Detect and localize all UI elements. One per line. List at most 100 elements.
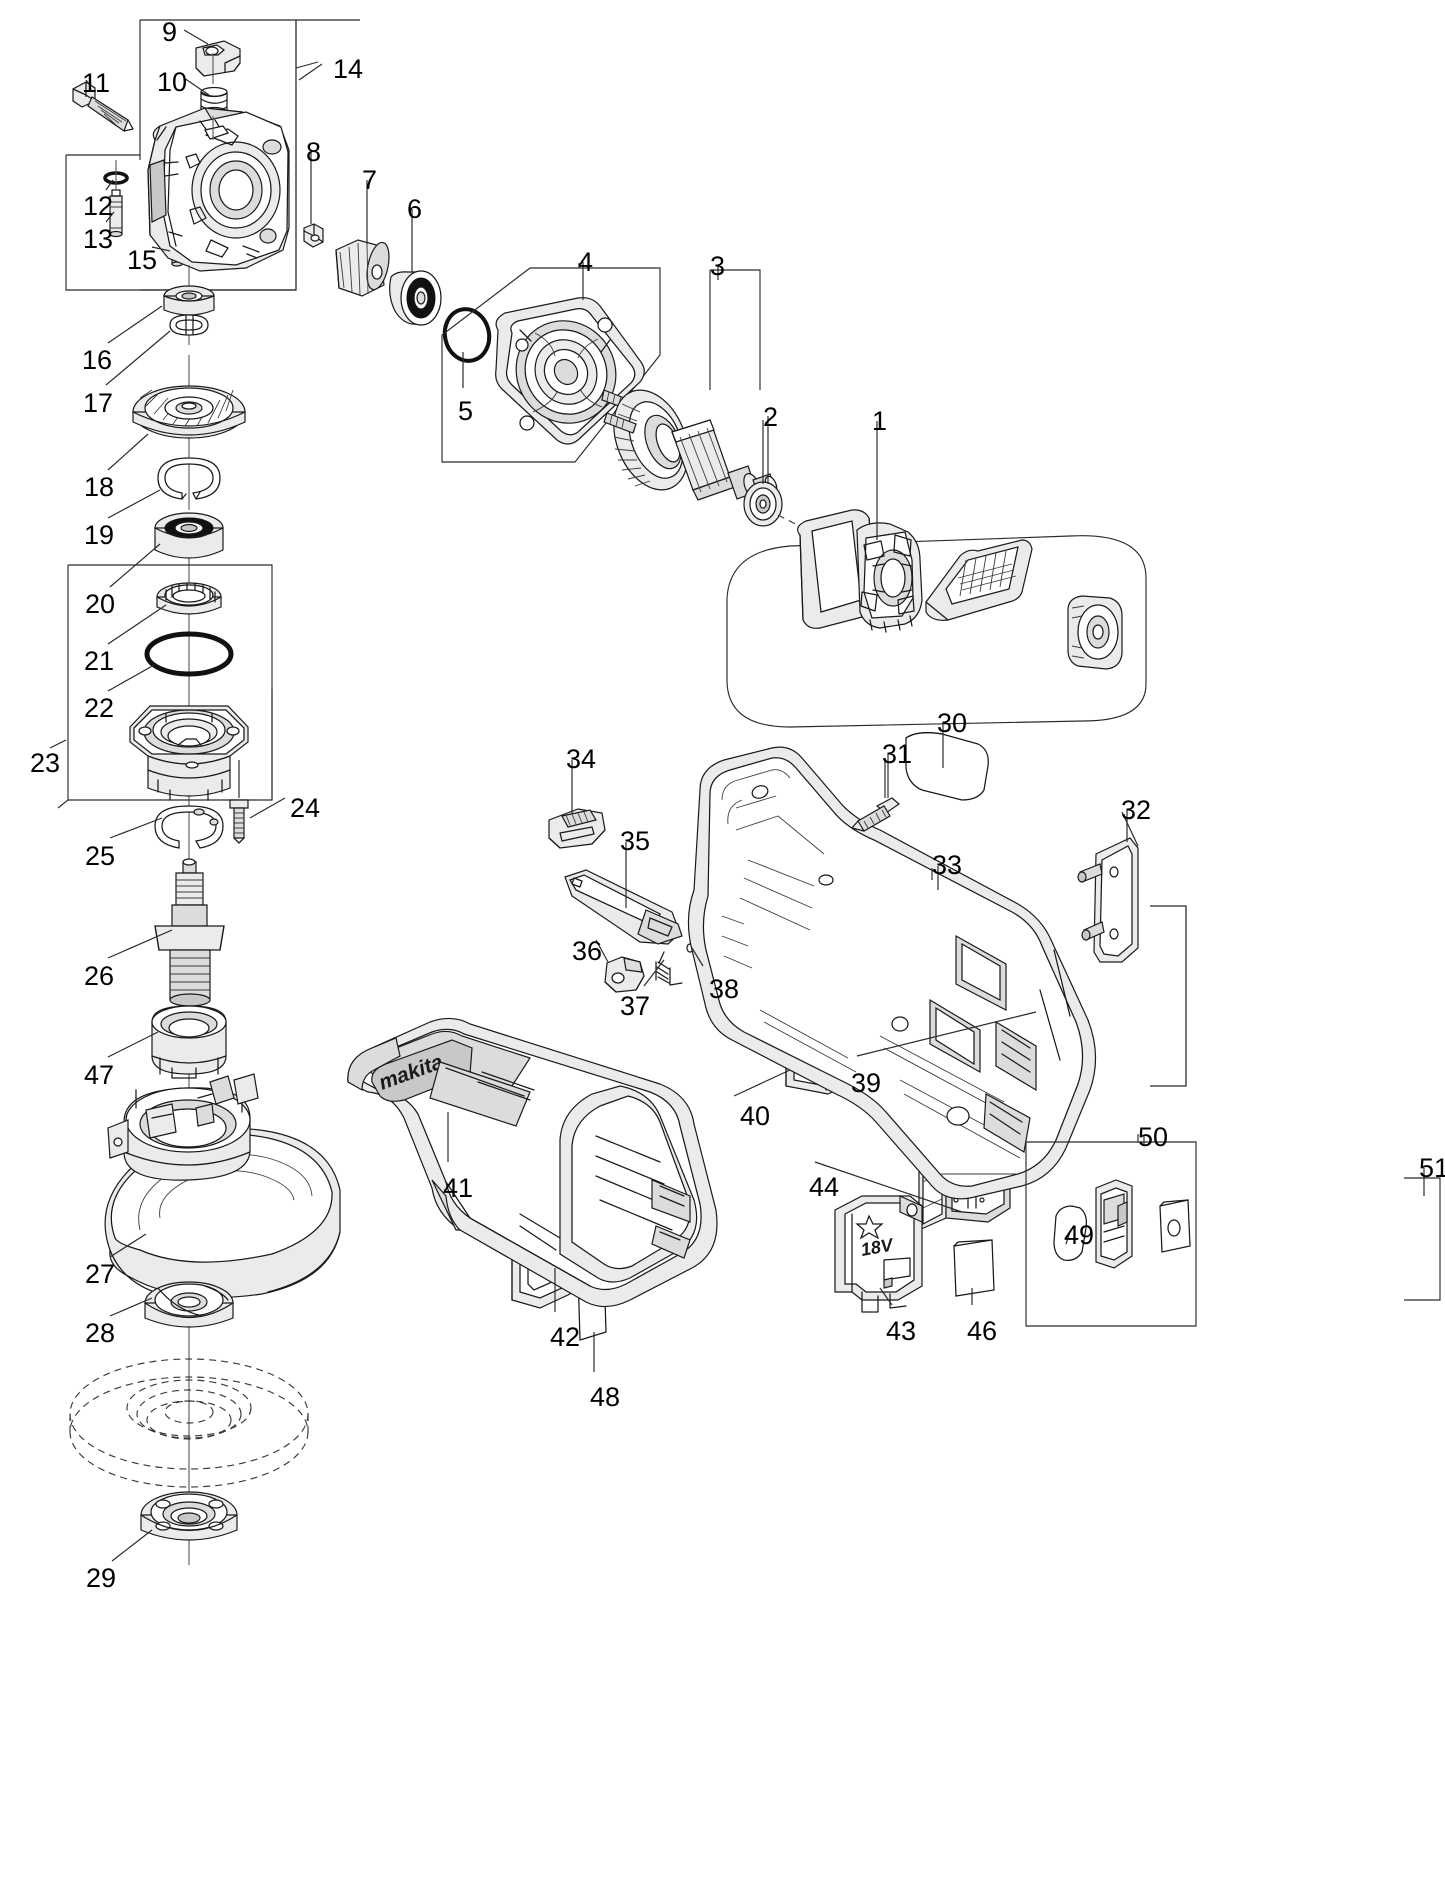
part-4-motor-bracket	[495, 297, 645, 445]
callout-8-nut: 8	[306, 137, 322, 167]
callout-7-rubber-ring: 7	[362, 165, 378, 195]
part-25-retaining-ring	[154, 805, 224, 849]
leader-lines	[49, 29, 1425, 1562]
part-50-terminal	[1095, 1179, 1133, 1269]
callout-24-pan-head-screw: 24	[290, 793, 321, 823]
grinding-wheel-phantom	[69, 1358, 309, 1488]
callout-16-ball-bearing-2: 16	[82, 345, 113, 375]
callout-12-o-ring-small: 12	[83, 191, 114, 221]
callout-40-switch-block: 40	[740, 1101, 771, 1131]
callout-27-wheel-guard: 27	[85, 1259, 116, 1289]
part-36-slide-piece	[604, 956, 645, 993]
callout-43-battery-terminal-holder: 43	[886, 1316, 917, 1346]
callout-41-housing-assembly: 41	[443, 1173, 474, 1203]
bracket-14	[65, 19, 360, 291]
callout-37-torsion-spring: 37	[620, 991, 651, 1021]
callout-26-spindle: 26	[84, 961, 115, 991]
part-30-name-plate	[905, 732, 989, 801]
part-51-terminal-cover	[1159, 1199, 1191, 1253]
part-27-wheel-guard	[104, 1073, 341, 1298]
part-19-snap-ring	[157, 457, 221, 500]
callout-22-o-ring-large: 22	[84, 693, 115, 723]
callout-28-inner-flange: 28	[85, 1318, 116, 1348]
part-9-lock-lever	[195, 40, 241, 77]
part-46-label-sheet	[953, 1239, 995, 1297]
callout-29-lock-nut: 29	[86, 1563, 117, 1593]
callout-21-needle-bearing: 21	[84, 646, 115, 676]
part-47-bearing-retainer	[151, 1005, 227, 1079]
part-3-armature-rotor	[603, 389, 778, 501]
part-8-nut	[303, 223, 324, 248]
part-32-rear-cover-plate	[1077, 811, 1139, 963]
callout-31-tapping-screw: 31	[882, 739, 913, 769]
bracket-51	[1404, 1177, 1441, 1301]
callout-47-bearing-retainer: 47	[84, 1060, 115, 1090]
callout-30-name-plate: 30	[937, 708, 968, 738]
part-28-inner-flange	[144, 1281, 234, 1328]
part-2-bearing	[743, 420, 783, 527]
part-33-motor-housing	[687, 746, 1097, 1200]
callout-10-compression-spring: 10	[157, 67, 188, 97]
bracket-1-plate	[726, 535, 1147, 728]
part-23-spindle-housing	[129, 705, 249, 801]
bracket-33-plate	[931, 868, 1187, 1087]
part-26-spindle	[154, 858, 225, 1007]
callout-32-rear-cover-plate: 32	[1121, 795, 1152, 825]
callout-18-spiral-bevel-gear: 18	[84, 472, 115, 502]
callout-6-ball-bearing: 6	[407, 194, 423, 224]
callout-23-spindle-housing-set: 23	[30, 748, 61, 778]
part-18-spiral-bevel-gear	[132, 385, 246, 439]
callout-35-switch-lever: 35	[620, 826, 651, 856]
part-22-o-ring-large	[144, 631, 234, 677]
bracket-23	[57, 564, 273, 809]
callout-3-bracket-set: 3	[710, 251, 726, 281]
part-31-tapping-screw	[851, 758, 900, 832]
callout-11-hex-bolt: 11	[82, 68, 111, 98]
part-6-ball-bearing	[389, 270, 442, 326]
callout-44-controller: 44	[809, 1172, 840, 1202]
bracket-4	[441, 263, 661, 463]
callout-15-pin: 15	[127, 245, 158, 275]
callout-1-motor-assembly: 1	[872, 406, 888, 436]
callout-33-motor-housing: 33	[932, 850, 963, 880]
part-35-switch-lever	[564, 869, 683, 945]
part-11-hex-bolt	[72, 81, 134, 132]
part-17-retaining-ring	[169, 314, 209, 336]
callout-50-terminal-set: 50	[1138, 1122, 1169, 1152]
callout-49-terminal-label: 49	[1064, 1220, 1095, 1250]
part-21-needle-bearing	[156, 582, 222, 615]
callout-20-ball-bearing-3: 20	[85, 589, 116, 619]
callout-36-slide-piece: 36	[572, 936, 603, 966]
callout-2-bearing: 2	[763, 402, 779, 432]
callout-13-shaft-pin: 13	[83, 224, 114, 254]
callout-5-o-ring: 5	[458, 396, 474, 426]
callout-19-snap-ring: 19	[84, 520, 115, 550]
part-14-gear-housing	[147, 107, 290, 272]
part-16-ball-bearing	[163, 285, 215, 316]
callout-25-retaining-ring-2: 25	[85, 841, 116, 871]
callout-48-warning-label: 48	[590, 1382, 621, 1412]
part-29-lock-nut	[140, 1491, 238, 1541]
part-41-housing-assembly: makita	[347, 1017, 718, 1308]
part-13-shaft-pin	[109, 189, 123, 238]
bracket-50	[1025, 1134, 1197, 1327]
callout-38-shaft-rod: 38	[709, 974, 740, 1004]
part-37-torsion-spring	[655, 951, 683, 986]
callout-14-gear-housing-set: 14	[333, 54, 364, 84]
callout-34-switch-button: 34	[566, 744, 597, 774]
part-1-motor-assembly	[796, 509, 1123, 670]
callout-9-lock-lever: 9	[162, 17, 178, 47]
callout-51-terminal-cover: 51	[1419, 1153, 1445, 1183]
part-20-ball-bearing	[154, 512, 224, 559]
part-7-rubber-ring	[335, 239, 390, 297]
callout-39-rubber-grommet: 39	[851, 1068, 882, 1098]
callout-4-motor-bracket: 4	[578, 247, 594, 277]
part-43-battery-terminal-holder: 18V	[834, 1195, 923, 1313]
part-5-o-ring	[442, 307, 492, 363]
part-24-pan-head-screw	[229, 760, 249, 844]
callout-42-side-grip-plate: 42	[550, 1322, 581, 1352]
bracket-3	[709, 269, 761, 390]
callout-17-retaining-ring: 17	[83, 388, 114, 418]
